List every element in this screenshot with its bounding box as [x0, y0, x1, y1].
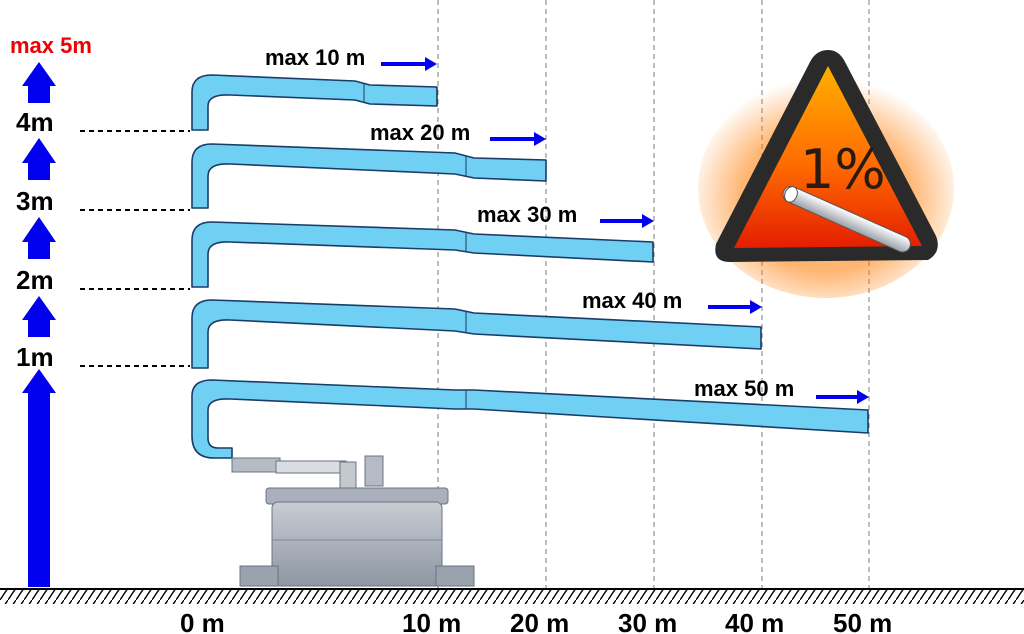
slope-percent: 1%: [800, 138, 886, 201]
arrow-up-icon: [22, 369, 56, 587]
arrow-right-icon: [708, 300, 762, 314]
pipe-30m: [191, 221, 654, 288]
pipe-10m: [191, 74, 438, 131]
height-label-4m: 4m: [16, 107, 54, 137]
slope-warning-icon: [698, 50, 954, 298]
distance-label-10m: 10 m: [402, 608, 461, 634]
pipe-50m: [191, 379, 869, 459]
run-label-30m: max 30 m: [477, 202, 577, 227]
pipe-slope-icon: [782, 185, 911, 253]
pipe-runs: [191, 74, 869, 459]
pipe-joints: [363, 83, 467, 409]
arrow-up-icon: [22, 296, 56, 337]
arrow-right-icon: [600, 214, 654, 228]
distance-label-0m: 0 m: [180, 608, 225, 634]
run-label-40m: max 40 m: [582, 288, 682, 313]
height-label-3m: 3m: [16, 186, 54, 216]
run-label-10m: max 10 m: [265, 45, 365, 70]
ground: [0, 588, 1024, 604]
height-label-2m: 2m: [16, 265, 54, 295]
run-label-20m: max 20 m: [370, 120, 470, 145]
height-label-1m: 1m: [16, 342, 54, 372]
arrow-up-icon: [22, 62, 56, 103]
max-height-title: max 5m: [10, 33, 92, 58]
height-arrows: [22, 62, 56, 587]
pipe-40m: [191, 299, 762, 369]
pipe-20m: [191, 143, 547, 209]
arrow-up-icon: [22, 217, 56, 259]
arrow-up-icon: [22, 138, 56, 180]
distance-label-30m: 30 m: [618, 608, 677, 634]
arrow-right-icon: [381, 57, 437, 71]
distance-label-50m: 50 m: [833, 608, 892, 634]
distance-label-40m: 40 m: [725, 608, 784, 634]
run-label-50m: max 50 m: [694, 376, 794, 401]
height-leaders: [80, 130, 190, 367]
distance-label-20m: 20 m: [510, 608, 569, 634]
arrow-right-icon: [816, 390, 869, 404]
pump-icon: [231, 455, 475, 587]
run-arrows: [381, 57, 869, 404]
arrow-right-icon: [490, 132, 546, 146]
